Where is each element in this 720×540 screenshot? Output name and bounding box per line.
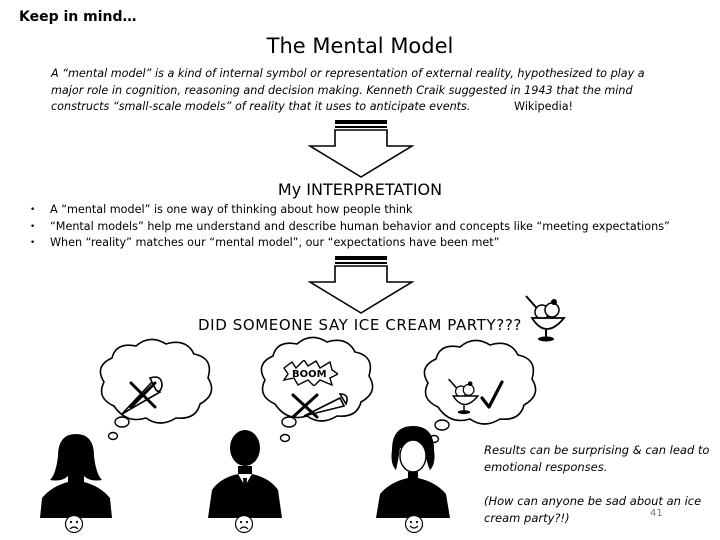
slide-title: The Mental Model xyxy=(266,34,454,58)
ice-cream-heading: DID SOMEONE SAY ICE CREAM PARTY??? xyxy=(198,316,522,334)
person-silhouette-icon xyxy=(40,434,112,518)
slide-header: Keep in mind… xyxy=(19,9,137,25)
thought-bubble-icon xyxy=(423,339,537,444)
quote-text: A “mental model” is a kind of internal s… xyxy=(51,67,645,113)
check-mark-icon xyxy=(480,380,504,409)
bullet-item: A “mental model” is one way of thinking … xyxy=(30,202,670,219)
bullet-item: When “reality” matches our “mental model… xyxy=(30,235,670,252)
ice-cream-cone-icon xyxy=(303,393,348,417)
down-arrow-icon xyxy=(308,256,414,314)
ice-cream-sundae-icon xyxy=(448,378,480,415)
bullet-item: “Mental models” help me understand and d… xyxy=(30,219,670,236)
definition-quote: A “mental model” is a kind of internal s… xyxy=(51,66,671,116)
page-number: 41 xyxy=(650,508,663,519)
interpretation-bullets: A “mental model” is one way of thinking … xyxy=(30,202,670,252)
ice-cream-sundae-icon xyxy=(525,295,566,342)
sad-question-note: (How can anyone be sad about an ice crea… xyxy=(484,494,702,525)
sad-face-icon xyxy=(64,514,84,534)
person-silhouette-icon xyxy=(208,430,282,518)
results-note: Results can be surprising & can lead to … xyxy=(484,443,710,474)
interpretation-title: My INTERPRETATION xyxy=(277,180,443,199)
down-arrow-icon xyxy=(308,120,414,178)
boom-icon: BOOM xyxy=(282,360,338,386)
svg-text:BOOM: BOOM xyxy=(292,369,327,380)
cross-mark-icon xyxy=(129,381,157,409)
cross-mark-icon xyxy=(291,393,319,419)
sad-face-icon xyxy=(234,514,254,534)
quote-source: Wikipedia! xyxy=(514,100,574,113)
person-silhouette-icon xyxy=(376,426,450,518)
happy-face-icon xyxy=(404,514,424,534)
